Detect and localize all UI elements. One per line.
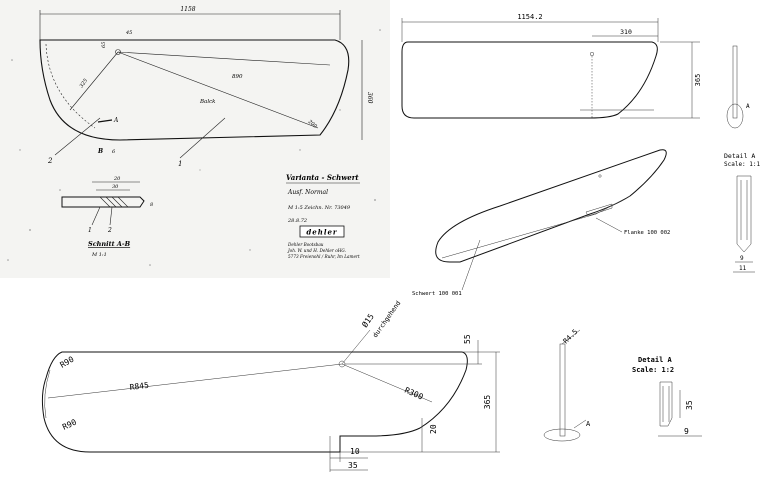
daggerboard-outline bbox=[39, 39, 350, 141]
r90-top-label: R90 bbox=[59, 355, 76, 370]
dim-6-label: 6 bbox=[112, 149, 116, 155]
section-leader-1 bbox=[91, 206, 101, 226]
cad-flanke-leader bbox=[595, 217, 623, 233]
cad-detail-title: Detail A bbox=[724, 152, 755, 160]
company-line-2: Joh. W. und H. Dehler oHG. bbox=[287, 248, 346, 253]
cad-dim-11: 11 bbox=[739, 265, 747, 272]
radius-890-line bbox=[117, 51, 331, 66]
marker-a-bottom: A bbox=[586, 420, 591, 428]
length-label: 1158 bbox=[180, 6, 195, 13]
detail-scale: Scale: 1:2 bbox=[632, 366, 674, 374]
detail-leader bbox=[573, 419, 587, 429]
board-outline bbox=[41, 351, 468, 453]
angle-label: 45 bbox=[125, 30, 132, 36]
dim-55-label: 55 bbox=[463, 334, 472, 344]
detail-dim-9: 9 bbox=[684, 427, 689, 436]
paper-speckles bbox=[7, 29, 381, 266]
company-line-1: Dehler Bootsbau bbox=[287, 242, 324, 247]
dim-35-label: 35 bbox=[348, 461, 358, 470]
r300-line bbox=[341, 363, 433, 403]
r45-leader bbox=[561, 329, 581, 345]
section-dim-30: 30 bbox=[112, 184, 119, 190]
cad-detail-marker: A bbox=[746, 103, 750, 110]
cad-flanke-label: Flanke 100 002 bbox=[624, 230, 670, 236]
title-block-date: 28.8.72 bbox=[287, 218, 307, 224]
title-block: Varianta - Schwert Ausf. Normal M 1:5 Ze… bbox=[286, 173, 360, 259]
r325-label: 325 bbox=[79, 78, 89, 89]
old-drawing-svg: 1158 360 65 45 325 890 200 Balck 2 1 A B… bbox=[7, 6, 381, 266]
bottom-drawing-svg: R90 R845 R90 R300 Ø15 durchgehend 55 365… bbox=[41, 300, 702, 472]
r200-label: 200 bbox=[306, 118, 319, 130]
section-hatch bbox=[99, 196, 129, 208]
cad-iso-hole bbox=[598, 174, 602, 178]
cad-detail-profile bbox=[736, 175, 752, 253]
cad-drawing-svg: 1154.2 310 365 A Detail A Scale: 1:1 9 1… bbox=[401, 13, 761, 297]
cad-schwert-label: Schwert 100 001 bbox=[412, 291, 462, 297]
cad-iso-outline bbox=[435, 149, 667, 263]
title-block-title: Varianta - Schwert bbox=[286, 173, 359, 182]
leader-1 bbox=[179, 117, 226, 159]
detail-profile bbox=[659, 381, 673, 427]
marker-b: B bbox=[97, 148, 103, 155]
marker-1-top: 1 bbox=[178, 160, 182, 168]
edge-bevel-hatch bbox=[45, 43, 96, 129]
detail-title: Detail A bbox=[638, 356, 673, 364]
r45-label: R4.5 bbox=[562, 328, 580, 346]
old-hand-drawing-panel: 1158 360 65 45 325 890 200 Balck 2 1 A B… bbox=[0, 0, 390, 278]
title-block-drawing-no: M 1:5 Zeichn. Nr. 73049 bbox=[287, 205, 351, 211]
cad-height-label: 365 bbox=[694, 74, 702, 87]
edge-arc-left bbox=[44, 369, 51, 419]
r845-line bbox=[47, 363, 343, 399]
cad-edge-view bbox=[732, 45, 738, 119]
cad-iso-lower-edge bbox=[441, 195, 631, 259]
section-dim-20: 20 bbox=[113, 176, 121, 182]
cad-dim-9: 9 bbox=[740, 255, 744, 262]
section-dim-8: 8 bbox=[150, 202, 153, 208]
top-offset-label: 65 bbox=[101, 42, 107, 48]
hole-label: Ø15 bbox=[359, 311, 376, 329]
r90-bottom-label: R90 bbox=[61, 417, 78, 431]
section-marker-1: 1 bbox=[88, 227, 92, 234]
section-marker-2: 2 bbox=[107, 227, 112, 234]
cad-310-label: 310 bbox=[620, 28, 632, 36]
section-title: Schnitt A-B bbox=[88, 240, 131, 248]
r845-label: R845 bbox=[129, 381, 149, 392]
section-leader-2 bbox=[109, 206, 113, 226]
radius-200-line bbox=[117, 51, 319, 129]
marker-2-top: 2 bbox=[47, 157, 53, 165]
radius-325-line bbox=[69, 51, 119, 111]
company-line-3: 5773 Freienohl / Ruhr, Im Lamert bbox=[288, 254, 360, 259]
body-label: Balck bbox=[199, 99, 216, 105]
cad-length-label: 1154.2 bbox=[517, 13, 542, 21]
cad-iso-flank bbox=[585, 203, 613, 217]
marker-a: A bbox=[113, 117, 119, 124]
detail-dim-35: 35 bbox=[685, 400, 694, 410]
hole-note: durchgehend bbox=[371, 300, 402, 339]
edge-view bbox=[559, 343, 566, 437]
dim-365-label: 365 bbox=[483, 395, 492, 410]
cad-hole bbox=[589, 51, 595, 57]
cad-side-outline bbox=[401, 41, 658, 119]
section-scale: M 1:1 bbox=[91, 252, 107, 258]
leader-2 bbox=[54, 117, 101, 156]
cad-detail-scale: Scale: 1:1 bbox=[724, 161, 761, 168]
detail-circle bbox=[543, 428, 581, 442]
section-arrow-a bbox=[97, 119, 113, 123]
bottom-drawing-panel: R90 R845 R90 R300 Ø15 durchgehend 55 365… bbox=[0, 300, 768, 501]
dim-10-label: 10 bbox=[350, 447, 360, 456]
section-profile bbox=[61, 196, 145, 208]
dehler-logo bbox=[299, 225, 345, 238]
dim-20-label: 20 bbox=[429, 424, 438, 434]
r300-label: R300 bbox=[403, 386, 424, 402]
height-label: 360 bbox=[366, 92, 373, 104]
hole-leader bbox=[341, 329, 371, 365]
r890-label: 890 bbox=[232, 74, 243, 80]
dehler-logo-text: dehler bbox=[306, 228, 338, 237]
cad-schwert-leader bbox=[461, 239, 481, 291]
cad-drawing-panel: 1154.2 310 365 A Detail A Scale: 1:1 9 1… bbox=[390, 0, 768, 300]
cad-detail-circle bbox=[726, 103, 744, 129]
title-block-subtitle: Ausf. Normal bbox=[287, 189, 328, 196]
pivot-hole bbox=[115, 49, 121, 55]
section-a-b: 20 30 8 1 2 Schnitt A-B M 1:1 bbox=[61, 176, 153, 258]
